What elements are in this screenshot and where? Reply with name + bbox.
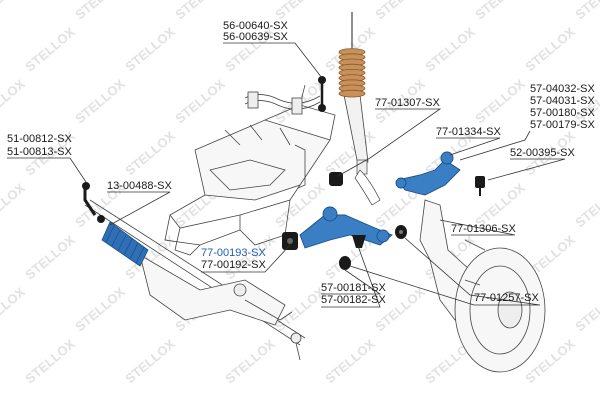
leader-line <box>7 157 87 183</box>
steering-boot <box>101 221 149 267</box>
watermark-text: STELLOX <box>22 24 78 74</box>
leader-line <box>404 237 541 306</box>
watermark-text: STELLOX <box>572 180 600 230</box>
leader-line <box>201 244 291 273</box>
leader-line <box>321 269 382 295</box>
part-label-77-01306-sx: 77-01306-SX <box>451 223 516 235</box>
leader-line <box>349 265 475 306</box>
watermark-text: STELLOX <box>222 336 278 386</box>
watermark-text: STELLOX <box>0 76 28 126</box>
part-label-57-04032-sx: 57-04032-SX <box>530 83 595 95</box>
watermark-text: STELLOX <box>72 76 128 126</box>
bushing-77-01257-a <box>339 256 351 270</box>
bushing-77-01257-b <box>395 225 407 239</box>
leader-line <box>223 42 323 79</box>
part-label-77-01257-sx: 77-01257-SX <box>474 292 539 304</box>
watermark-text: STELLOX <box>522 24 578 74</box>
part-label-77-01334-sx: 77-01334-SX <box>436 126 501 138</box>
shock-absorber <box>343 12 381 206</box>
part-label-56-00640-sx: 56-00640-SX <box>223 20 288 32</box>
steering-knuckle <box>419 199 546 373</box>
watermark-text: STELLOX <box>572 0 600 22</box>
part-label-57-04031-sx: 57-04031-SX <box>530 95 595 107</box>
watermark-text: STELLOX <box>422 24 478 74</box>
part-label-51-00812-sx: 51-00812-SX <box>7 133 72 145</box>
spring-coil <box>338 89 366 98</box>
watermark-text: STELLOX <box>22 336 78 386</box>
part-label-57-00182-sx: 57-00182-SX <box>321 294 386 306</box>
watermark-text: STELLOX <box>122 128 178 178</box>
leader-line <box>436 137 501 156</box>
part-label-13-00488-sx: 13-00488-SX <box>107 180 172 192</box>
watermark-text: STELLOX <box>172 0 228 22</box>
part-label-56-00639-sx: 56-00639-SX <box>223 31 288 43</box>
upper-control-arm <box>395 151 461 196</box>
part-label-57-00179-sx: 57-00179-SX <box>530 119 595 131</box>
watermark-text: STELLOX <box>472 0 528 22</box>
watermark-text: STELLOX <box>122 336 178 386</box>
watermark-text: STELLOX <box>572 284 600 334</box>
leader-line <box>321 245 381 308</box>
leader-line <box>459 130 531 161</box>
watermark-text: STELLOX <box>0 284 28 334</box>
part-label-51-00813-sx: 51-00813-SX <box>7 146 72 158</box>
part-label-52-00395-sx: 52-00395-SX <box>510 147 575 159</box>
inner-tie-rod <box>82 182 105 223</box>
watermark-text: STELLOX <box>122 24 178 74</box>
subframe <box>164 84 336 256</box>
lower-control-arm <box>299 206 393 249</box>
bushing-77-00193 <box>282 232 298 250</box>
ball-joint-52-00395 <box>475 176 485 196</box>
watermark-text: STELLOX <box>72 0 128 22</box>
part-label-77-00193-sx: 77-00193-SX <box>201 247 266 259</box>
watermark-text: STELLOX <box>322 336 378 386</box>
part-label-77-00192-sx: 77-00192-SX <box>201 259 266 271</box>
leader-lines <box>7 42 566 308</box>
watermark-text: STELLOX <box>272 0 328 22</box>
leader-line <box>439 219 516 236</box>
part-label-57-00181-sx: 57-00181-SX <box>321 282 386 294</box>
part-label-77-01307-sx: 77-01307-SX <box>375 97 440 109</box>
stabilizer-bar <box>244 91 321 115</box>
stabilizer-link <box>318 76 326 112</box>
coil-spring <box>338 48 366 98</box>
watermark-text: STELLOX <box>0 0 28 22</box>
watermark-text: STELLOX <box>172 76 228 126</box>
watermark-text: STELLOX <box>0 180 28 230</box>
ball-joint-57-00181 <box>352 235 366 248</box>
leader-line <box>487 158 566 181</box>
leader-line <box>337 108 442 177</box>
watermark-text: STELLOX <box>72 284 128 334</box>
leader-line <box>107 191 171 226</box>
steering-rack <box>84 199 306 361</box>
watermark-text: STELLOX <box>22 232 78 282</box>
watermark-text: STELLOX <box>472 76 528 126</box>
part-label-57-00180-sx: 57-00180-SX <box>530 107 595 119</box>
watermark-text: STELLOX <box>372 0 428 22</box>
